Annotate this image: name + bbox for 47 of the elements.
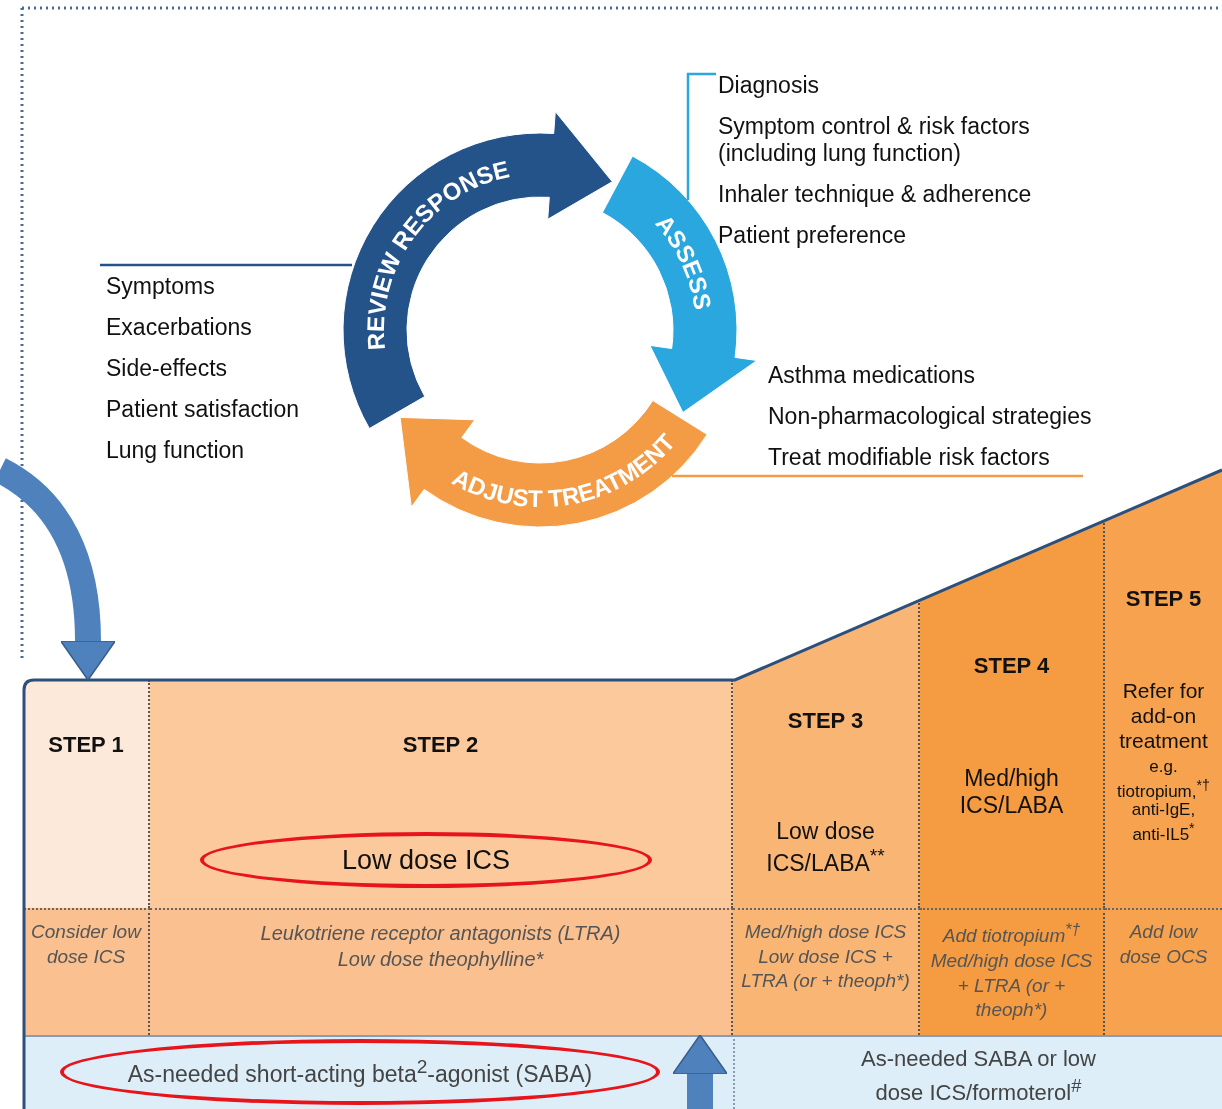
cell-text: Refer for add-on treatment xyxy=(1118,678,1209,753)
cell-text: Low dose theophylline* xyxy=(336,947,545,972)
cell-text: Med/high ICS/LABA xyxy=(958,765,1065,819)
list-item: Side-effects xyxy=(106,355,228,382)
list-item: Asthma medications xyxy=(768,362,976,389)
highlight-ellipse xyxy=(60,1039,660,1105)
step-cell xyxy=(920,520,1105,908)
connector-line xyxy=(672,474,1083,478)
cell-text: As-needed SABA or low dose ICS/formoterol$^{#}$ xyxy=(860,1045,1097,1107)
cell-text: Med/high dose ICS xyxy=(743,920,908,944)
cell-text: e.g. tiotropium,$^{*†}$ anti-IgE, anti-IL5$^{*}$ xyxy=(1116,758,1211,844)
cell-text: Leukotriene receptor antagonists (LTRA) xyxy=(259,921,622,946)
step-cell xyxy=(150,680,733,908)
step-cell xyxy=(24,680,150,908)
list-item: Treat modifiable risk factors xyxy=(768,444,1050,471)
step-cell xyxy=(1105,470,1222,908)
curved-arrow xyxy=(0,458,117,681)
list-item: Symptoms xyxy=(106,273,215,300)
cell-text: Add low dose OCS xyxy=(1118,920,1209,969)
step-heading: STEP 5 xyxy=(1125,586,1202,612)
step-heading: STEP 2 xyxy=(402,732,479,758)
step-heading: STEP 3 xyxy=(787,708,864,734)
cell-text: Low dose ICS xyxy=(341,844,511,876)
cell-text: Consider low dose ICS xyxy=(30,920,143,969)
list-item: Diagnosis xyxy=(718,72,819,99)
table-cell xyxy=(24,908,150,1035)
table-cell xyxy=(733,908,920,1035)
table-cell xyxy=(150,908,733,1035)
table-cell xyxy=(920,908,1105,1035)
step-cell xyxy=(733,600,920,908)
cell-text: Low dose ICS + LTRA (or + theoph*) xyxy=(740,944,911,994)
connector-line xyxy=(686,72,716,200)
list-item: Exacerbations xyxy=(106,314,252,341)
table-cell xyxy=(1105,908,1222,1035)
list-item: Non-pharmacological strategies xyxy=(768,403,1092,430)
table-cell xyxy=(733,1035,1222,1109)
list-item: Patient satisfaction xyxy=(106,396,300,423)
step-heading: STEP 4 xyxy=(973,653,1050,679)
curved-arrow xyxy=(671,1034,729,1109)
step-heading: STEP 1 xyxy=(48,732,124,758)
connector-line xyxy=(100,263,352,267)
list-item: Lung function xyxy=(106,437,245,464)
cell-text: Med/high dose ICS + LTRA (or + theoph*) xyxy=(929,949,1094,1023)
cell-text: Low dose ICS/LABA$^{**}$ xyxy=(765,818,886,877)
cell-text: Add tiotropium$^{*†}$ xyxy=(941,920,1082,949)
cell-text: As-needed short-acting beta$^{2}$-agonist (SABA) xyxy=(127,1056,593,1088)
highlight-ellipse xyxy=(200,832,652,888)
